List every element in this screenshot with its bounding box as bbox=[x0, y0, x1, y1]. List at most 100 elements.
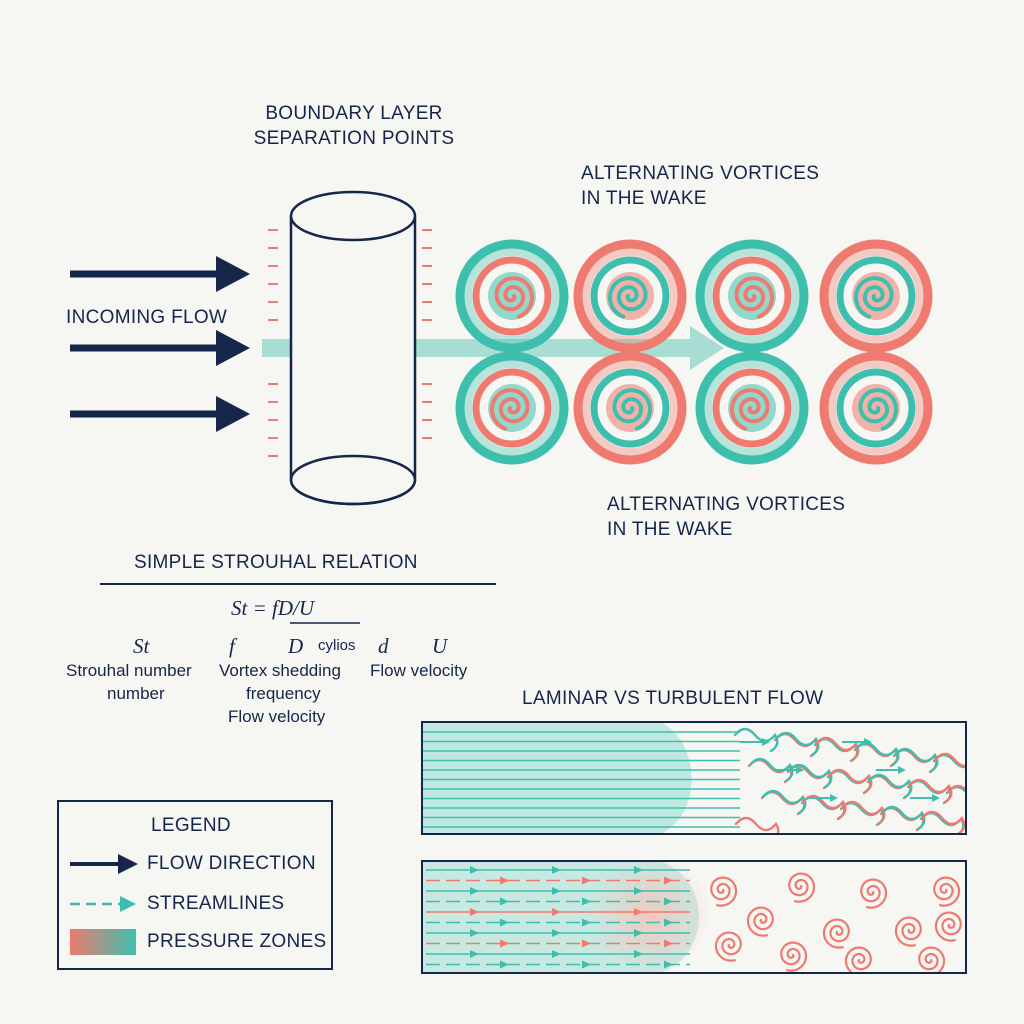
streamline-arrowhead bbox=[582, 939, 591, 948]
f-description-line3: Flow velocity bbox=[228, 707, 326, 726]
streamline-arrowhead bbox=[500, 960, 509, 969]
cylinder-note: cylios bbox=[318, 637, 356, 654]
vortices-top-line1: ALTERNATING VORTICES bbox=[581, 163, 820, 184]
eddy bbox=[827, 768, 873, 794]
streamline-arrowhead bbox=[582, 918, 591, 927]
legend-flow-direction: FLOW DIRECTION bbox=[147, 853, 316, 874]
legend-pressure-zones: PRESSURE ZONES bbox=[147, 931, 327, 952]
streamline-arrowhead bbox=[552, 950, 561, 958]
legend-title: LEGEND bbox=[151, 815, 231, 836]
strouhal-equation: St = fD/U bbox=[231, 596, 315, 620]
streamline-arrowhead bbox=[634, 887, 643, 895]
streamline-arrowhead bbox=[664, 876, 673, 885]
vortex bbox=[695, 239, 809, 353]
vortex bbox=[819, 351, 933, 465]
flow-arrow bbox=[70, 330, 250, 366]
boundary-layer-line2: SEPARATION POINTS bbox=[253, 128, 455, 149]
laminar-panel bbox=[421, 721, 967, 835]
streamline-arrowhead bbox=[552, 908, 561, 916]
streamline-arrowhead bbox=[470, 866, 479, 874]
eddy-arrowhead bbox=[830, 794, 838, 802]
turbulent-spiral bbox=[822, 918, 850, 949]
vortices-bottom-label: ALTERNATING VORTICES IN THE WAKE bbox=[607, 492, 845, 542]
streamline-arrowhead bbox=[500, 939, 509, 948]
vortex bbox=[695, 351, 809, 465]
turbulent-spiral bbox=[714, 931, 742, 962]
turbulent-spiral bbox=[788, 872, 816, 903]
streamline-arrowhead bbox=[664, 897, 673, 906]
turbulent-spirals bbox=[710, 872, 962, 973]
turbulent-spiral bbox=[746, 906, 774, 937]
strouhal-title: SIMPLE STROUHAL RELATION bbox=[134, 552, 418, 573]
gradient-swatch-icon bbox=[70, 929, 136, 955]
turbulent-eddies bbox=[733, 727, 966, 834]
streamline-arrowhead bbox=[634, 866, 643, 874]
eddy-arrowhead bbox=[762, 738, 770, 746]
eddy bbox=[946, 784, 966, 794]
eddy bbox=[787, 763, 833, 789]
incoming-flow-arrows bbox=[70, 256, 250, 432]
f-description-line2: frequency bbox=[246, 684, 321, 703]
solid-arrow-icon bbox=[70, 854, 138, 874]
streamline-arrowhead bbox=[552, 866, 561, 874]
turbulent-panel bbox=[421, 860, 967, 974]
eddy bbox=[774, 731, 820, 757]
eddy bbox=[867, 773, 913, 799]
symbol-u: U bbox=[432, 634, 448, 658]
turbulent-spiral bbox=[710, 876, 738, 907]
turbulent-spiral bbox=[780, 941, 808, 972]
streamline-arrowhead bbox=[634, 908, 643, 916]
eddy bbox=[801, 794, 847, 820]
eddy-arrowhead bbox=[796, 766, 804, 774]
incoming-flow-label: INCOMING FLOW bbox=[66, 307, 228, 328]
streamline-arrowhead bbox=[634, 929, 643, 937]
vortex bbox=[573, 351, 687, 465]
mixed-streamlines bbox=[426, 866, 690, 969]
turbulent-spiral bbox=[918, 946, 946, 973]
turbulent-spiral bbox=[860, 878, 888, 909]
st-description-line2: number bbox=[107, 684, 165, 703]
streamline-arrowhead bbox=[552, 887, 561, 895]
vortex-street bbox=[455, 239, 933, 465]
symbol-d: D bbox=[288, 634, 304, 658]
streamline-arrowhead bbox=[582, 897, 591, 906]
symbol-f: f bbox=[229, 634, 235, 658]
streamline-arrowhead bbox=[500, 897, 509, 906]
f-description: Vortex shedding bbox=[219, 661, 341, 680]
comparison-title: LAMINAR VS TURBULENT FLOW bbox=[522, 688, 824, 709]
vortex bbox=[455, 351, 569, 465]
boundary-layer-line1: BOUNDARY LAYER bbox=[265, 103, 443, 124]
eddy-arrowhead bbox=[932, 794, 940, 802]
eddy bbox=[907, 778, 953, 804]
vortices-bottom-line2: IN THE WAKE bbox=[607, 519, 733, 540]
streamline-arrowhead bbox=[552, 929, 561, 937]
streamline-arrowhead bbox=[470, 887, 479, 895]
eddy bbox=[893, 747, 939, 773]
streamline-arrowhead bbox=[470, 950, 479, 958]
vortex bbox=[455, 239, 569, 353]
eddy bbox=[920, 810, 966, 834]
cylinder bbox=[289, 190, 417, 506]
flow-arrow bbox=[70, 256, 250, 292]
eddy bbox=[814, 736, 860, 762]
streamline-arrowhead bbox=[470, 908, 479, 916]
st-description: Strouhal number bbox=[66, 661, 192, 680]
eddy bbox=[761, 789, 807, 815]
streamline-arrowhead bbox=[582, 960, 591, 969]
streamline-arrowhead bbox=[470, 929, 479, 937]
legend bbox=[57, 800, 333, 970]
separation-marks-right bbox=[422, 229, 432, 439]
boundary-layer-label: BOUNDARY LAYER SEPARATION POINTS bbox=[240, 101, 468, 151]
turbulent-spiral bbox=[894, 916, 922, 947]
u-description: Flow velocity bbox=[370, 661, 468, 680]
symbol-d-lower: d bbox=[378, 634, 389, 658]
symbol-st: St bbox=[133, 634, 150, 658]
streamline-arrowhead bbox=[634, 950, 643, 958]
eddy-arrowhead bbox=[864, 738, 872, 746]
streamline-arrowhead bbox=[664, 918, 673, 927]
streamline-arrowhead bbox=[500, 876, 509, 885]
dashed-arrow-icon bbox=[70, 896, 136, 912]
eddy-arrowhead bbox=[898, 766, 906, 774]
streamline-arrowhead bbox=[664, 960, 673, 969]
